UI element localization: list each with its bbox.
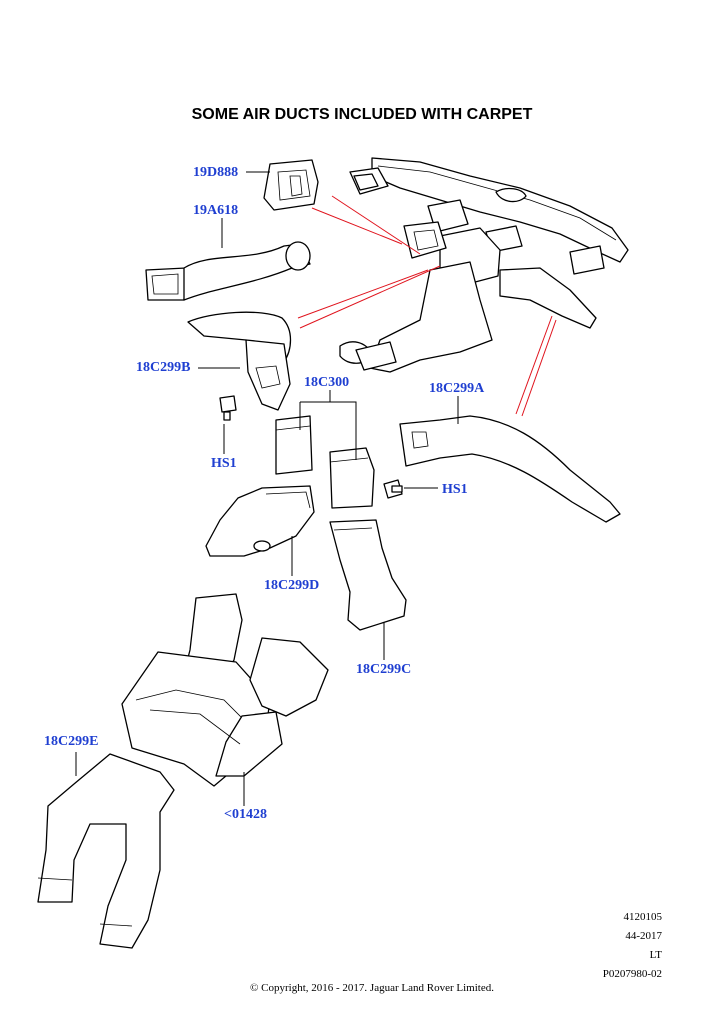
leader-lines <box>75 171 459 806</box>
duct-18C299A <box>399 415 621 523</box>
label-18C299D: 18C299D <box>264 578 320 593</box>
duct-18C299B <box>187 311 292 411</box>
elbow-18C300-right <box>329 447 375 509</box>
reference-block: 4120105 44-2017 LT P0207980-02 <box>603 908 662 984</box>
copyright-notice: © Copyright, 2016 - 2017. Jaguar Land Ro… <box>250 982 494 994</box>
label-01428: <01428 <box>224 807 267 822</box>
vent-19D888 <box>263 159 319 211</box>
ref-illustration-id: P0207980-02 <box>602 968 662 980</box>
label-18C299C: 18C299C <box>356 662 412 677</box>
ref-date: 44-2017 <box>625 930 662 942</box>
label-18C300: 18C300 <box>304 375 350 390</box>
ref-number: 4120105 <box>623 911 663 923</box>
label-19A618: 19A618 <box>193 203 239 218</box>
label-18C299A: 18C299A <box>429 381 485 396</box>
diagram-title: SOME AIR DUCTS INCLUDED WITH CARPET <box>191 106 533 123</box>
duct-18C299D <box>205 485 315 557</box>
label-18C299E: 18C299E <box>44 734 99 749</box>
duct-19A618 <box>145 241 311 301</box>
screw-HS1-right <box>383 479 403 499</box>
instrument-panel-assembly <box>339 157 629 373</box>
elbow-18C300-left <box>275 415 313 475</box>
pointer-lines <box>297 195 557 417</box>
duct-18C299C <box>329 519 407 631</box>
label-19D888: 19D888 <box>193 165 239 180</box>
duct-18C299E <box>37 753 175 949</box>
ref-code: LT <box>649 949 662 961</box>
label-HS1-right: HS1 <box>442 482 468 497</box>
screw-HS1-left <box>219 395 237 421</box>
distribution-housing <box>121 593 329 787</box>
label-HS1-left: HS1 <box>211 456 237 471</box>
label-18C299B: 18C299B <box>136 360 191 375</box>
